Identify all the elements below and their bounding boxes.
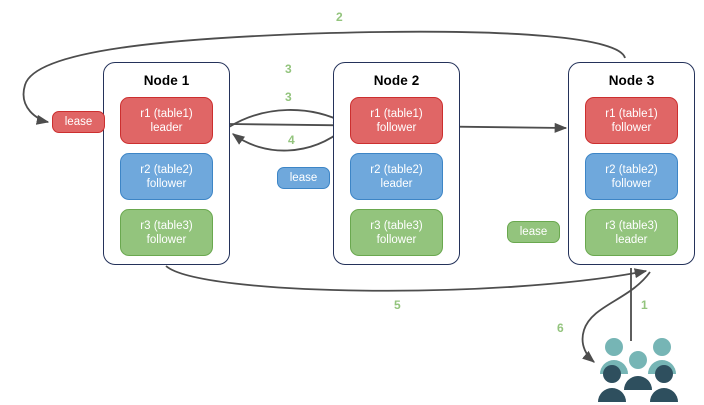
replica-r1[interactable]: r1 (table1) follower bbox=[350, 97, 443, 144]
lease-badge-red[interactable]: lease bbox=[52, 111, 105, 133]
replica-name: r1 (table1) bbox=[140, 107, 193, 120]
edge-label-3a: 3 bbox=[285, 62, 292, 76]
replica-name: r2 (table2) bbox=[605, 163, 658, 176]
edge-3-short-path bbox=[228, 109, 347, 128]
replica-r2[interactable]: r2 (table2) follower bbox=[585, 153, 678, 200]
replica-role: follower bbox=[611, 121, 652, 134]
replica-role: follower bbox=[146, 233, 187, 246]
replica-name: r3 (table3) bbox=[140, 219, 193, 232]
replica-r1[interactable]: r1 (table1) leader bbox=[120, 97, 213, 144]
replica-role: follower bbox=[611, 177, 652, 190]
node-title: Node 3 bbox=[608, 73, 655, 88]
replica-r3[interactable]: r3 (table3) follower bbox=[120, 209, 213, 256]
replica-name: r3 (table3) bbox=[370, 219, 423, 232]
edge-5-path bbox=[165, 265, 648, 292]
node-card-node2[interactable]: Node 2 r1 (table1) follower r2 (table2) … bbox=[333, 62, 460, 265]
edge-label-3b: 3 bbox=[285, 90, 292, 104]
edge-label-2: 2 bbox=[336, 10, 343, 24]
replica-role: follower bbox=[146, 177, 187, 190]
replica-role: leader bbox=[150, 121, 183, 134]
edge-label-5: 5 bbox=[394, 298, 401, 312]
replica-name: r1 (table1) bbox=[605, 107, 658, 120]
replica-r3[interactable]: r3 (table3) leader bbox=[585, 209, 678, 256]
edge-label-6: 6 bbox=[557, 321, 564, 335]
people-front-row bbox=[598, 365, 678, 402]
lease-badge-blue[interactable]: lease bbox=[277, 167, 330, 189]
replica-name: r2 (table2) bbox=[140, 163, 193, 176]
replica-r1[interactable]: r1 (table1) follower bbox=[585, 97, 678, 144]
replica-role: follower bbox=[376, 121, 417, 134]
replica-role: leader bbox=[615, 233, 648, 246]
node-title: Node 2 bbox=[373, 73, 420, 88]
edge-label-1: 1 bbox=[641, 298, 648, 312]
node-card-node1[interactable]: Node 1 r1 (table1) leader r2 (table2) fo… bbox=[103, 62, 230, 265]
replica-name: r3 (table3) bbox=[605, 219, 658, 232]
replica-r2[interactable]: r2 (table2) follower bbox=[120, 153, 213, 200]
people-group-icon bbox=[598, 338, 678, 402]
lease-badge-green[interactable]: lease bbox=[507, 221, 560, 243]
replica-r3[interactable]: r3 (table3) follower bbox=[350, 209, 443, 256]
replica-r2[interactable]: r2 (table2) leader bbox=[350, 153, 443, 200]
replica-role: leader bbox=[380, 177, 413, 190]
replica-role: follower bbox=[376, 233, 417, 246]
replica-name: r1 (table1) bbox=[370, 107, 423, 120]
replica-name: r2 (table2) bbox=[370, 163, 423, 176]
edge-label-4: 4 bbox=[288, 133, 295, 147]
node-title: Node 1 bbox=[143, 73, 190, 88]
node-card-node3[interactable]: Node 3 r1 (table1) follower r2 (table2) … bbox=[568, 62, 695, 265]
